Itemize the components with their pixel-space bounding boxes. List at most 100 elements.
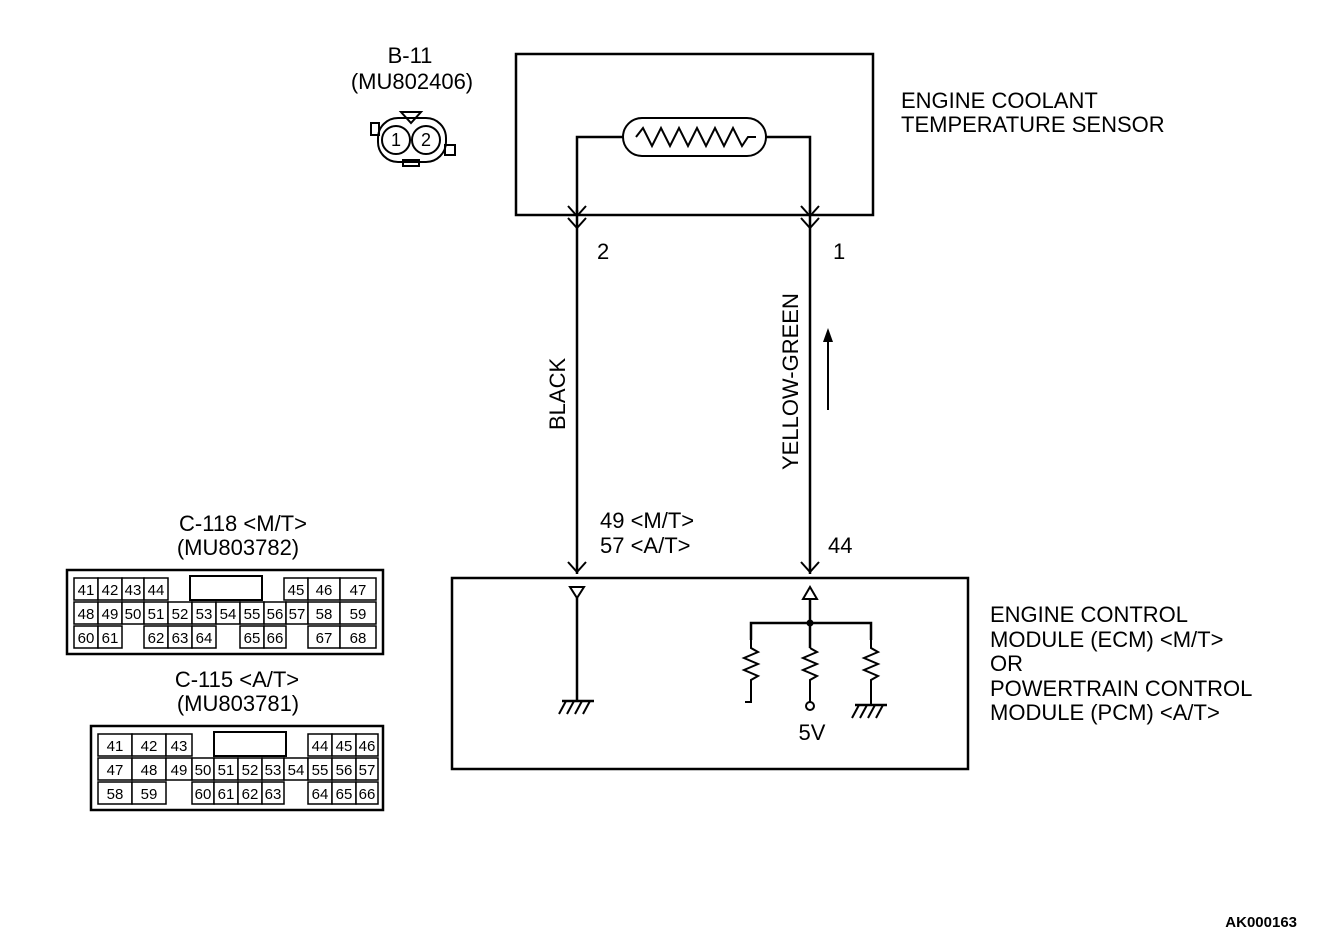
connector-c118-pin-label: 64 — [196, 630, 213, 647]
harness: 2 1 BLACK YELLOW-GREEN 49 <M/T> 57 <A/T>… — [545, 205, 852, 574]
connector-c118-cavity — [143, 577, 169, 601]
connector-c115-cavity — [355, 781, 379, 805]
connector-c118-pin-label: 56 — [267, 606, 284, 623]
connector-c118-pin-label: 51 — [148, 606, 165, 623]
connector-c115-pin-label: 46 — [359, 738, 376, 755]
connector-c115-pin-label: 56 — [336, 762, 353, 779]
ecm-input-left-marker — [568, 586, 586, 600]
connector-c118-cavity — [339, 577, 377, 601]
sensor-name-line1: ENGINE COOLANT — [901, 88, 1098, 113]
connector-c118-pin-label: 54 — [220, 606, 237, 623]
connector-c118-pin-label: 46 — [316, 582, 333, 599]
coolant-temperature-sensor: ENGINE COOLANT TEMPERATURE SENSOR — [514, 52, 1165, 217]
connector-c118-pin-label: 44 — [148, 582, 165, 599]
connector-c118-cavity — [339, 625, 377, 649]
connector-c115-pin-label: 65 — [336, 786, 353, 803]
sensor-pin-left-label: 2 — [597, 239, 609, 264]
connector-c118-part: (MU803782) — [177, 535, 299, 560]
terminal-arrow-sensor-right-2 — [800, 217, 820, 230]
ground-symbol-right — [851, 703, 887, 719]
terminal-arrow-ecm-left — [567, 561, 587, 574]
connector-c118-pin-label: 42 — [102, 582, 119, 599]
terminal-arrow-sensor-left-2 — [567, 217, 587, 230]
connector-c118-pin-label: 52 — [172, 606, 189, 623]
connector-c118-pin-label: 57 — [289, 606, 306, 623]
connector-c118-pin-label: 47 — [350, 582, 367, 599]
sensor-name-line2: TEMPERATURE SENSOR — [901, 112, 1165, 137]
connector-c115-pin-label: 57 — [359, 762, 376, 779]
ecm-name-line5: MODULE (PCM) <A/T> — [990, 700, 1220, 725]
connector-c115-cavity — [261, 781, 285, 805]
ecm-pin-left-line1: 49 <M/T> — [600, 508, 694, 533]
sensor-connector-pin-2: 2 — [421, 130, 431, 150]
connector-c118-cavity — [339, 601, 377, 625]
resistor-right — [861, 640, 881, 704]
connector-c115-id: C-115 <A/T> — [175, 667, 299, 692]
connector-c115-cavity — [131, 781, 167, 805]
connector-c115-pin-label: 49 — [171, 762, 188, 779]
connector-c115-pin-label: 52 — [242, 762, 259, 779]
connector-c115-pin-label: 53 — [265, 762, 282, 779]
connector-c115-pin-label: 63 — [265, 786, 282, 803]
connector-c118-pin-label: 43 — [125, 582, 142, 599]
ground-symbol-left — [558, 699, 594, 715]
connector-c115-part: (MU803781) — [177, 691, 299, 716]
connector-c118-pin-label: 68 — [350, 630, 367, 647]
ecm-name-line2: MODULE (ECM) <M/T> — [990, 627, 1223, 652]
connector-c118-pin-label: 58 — [316, 606, 333, 623]
terminal-arrow-sensor-left — [567, 205, 587, 218]
connector-c115-pin-label: 41 — [107, 738, 124, 755]
ecm-pin-left-line2: 57 <A/T> — [600, 533, 691, 558]
connector-c115-pin-label: 64 — [312, 786, 329, 803]
connector-c115-pin-label: 50 — [195, 762, 212, 779]
connector-c118-pin-label: 49 — [102, 606, 119, 623]
sensor-connector-id: B-11 — [388, 43, 433, 68]
connector-c118-pin-label: 60 — [78, 630, 95, 647]
connector-c115-pin-label: 42 — [141, 738, 158, 755]
connector-c115-pin-label: 61 — [218, 786, 235, 803]
terminal-arrow-sensor-right — [800, 205, 820, 218]
connector-c115-pin-label: 59 — [141, 786, 158, 803]
sensor-box — [514, 52, 875, 217]
sensor-connector-pin-1: 1 — [391, 130, 401, 150]
sensor-connector-part: (MU802406) — [351, 69, 473, 94]
wire-color-right: YELLOW-GREEN — [778, 293, 803, 470]
signal-direction-arrowhead — [823, 328, 833, 342]
connector-c115-key — [213, 731, 287, 757]
resistor-left — [741, 640, 761, 703]
wire-color-left: BLACK — [545, 358, 570, 430]
thermistor-zigzag — [635, 125, 756, 149]
connector-c115-pin-label: 54 — [288, 762, 305, 779]
connector-c115-pin-label: 43 — [171, 738, 188, 755]
ecm-box — [450, 576, 970, 771]
connector-c115-pin-label: 58 — [107, 786, 124, 803]
connector-c118-pin-label: 41 — [78, 582, 95, 599]
sensor-connector-symbol: 1 2 — [370, 111, 456, 167]
connector-c118-pin-label: 62 — [148, 630, 165, 647]
connector-c118-pin-label: 50 — [125, 606, 142, 623]
connector-c118-pin-label: 63 — [172, 630, 189, 647]
connector-c118-key — [189, 575, 263, 601]
figure-code: AK000163 — [1225, 914, 1297, 931]
connector-c115-cavity — [355, 757, 379, 781]
connector-c115-pin-label: 45 — [336, 738, 353, 755]
ecm-name-line4: POWERTRAIN CONTROL — [990, 676, 1252, 701]
sensor-internal-wire-right — [766, 135, 812, 212]
sensor-connector-b11: B-11 (MU802406) 1 2 — [351, 43, 473, 167]
connector-c118-cavity — [97, 625, 123, 649]
sensor-internal-wire-left — [575, 135, 623, 212]
ecm-voltage-label: 5V — [799, 720, 826, 745]
connector-c118-pin-label: 61 — [102, 630, 119, 647]
connector-c115-pin-label: 48 — [141, 762, 158, 779]
resistor-pullup-5v — [800, 623, 820, 711]
connector-c115-pin-label: 55 — [312, 762, 329, 779]
connector-c115-pin-label: 47 — [107, 762, 124, 779]
connector-c118-id: C-118 <M/T> — [179, 511, 307, 536]
connector-c115-cavity — [355, 733, 379, 757]
connector-c118-pin-label: 48 — [78, 606, 95, 623]
